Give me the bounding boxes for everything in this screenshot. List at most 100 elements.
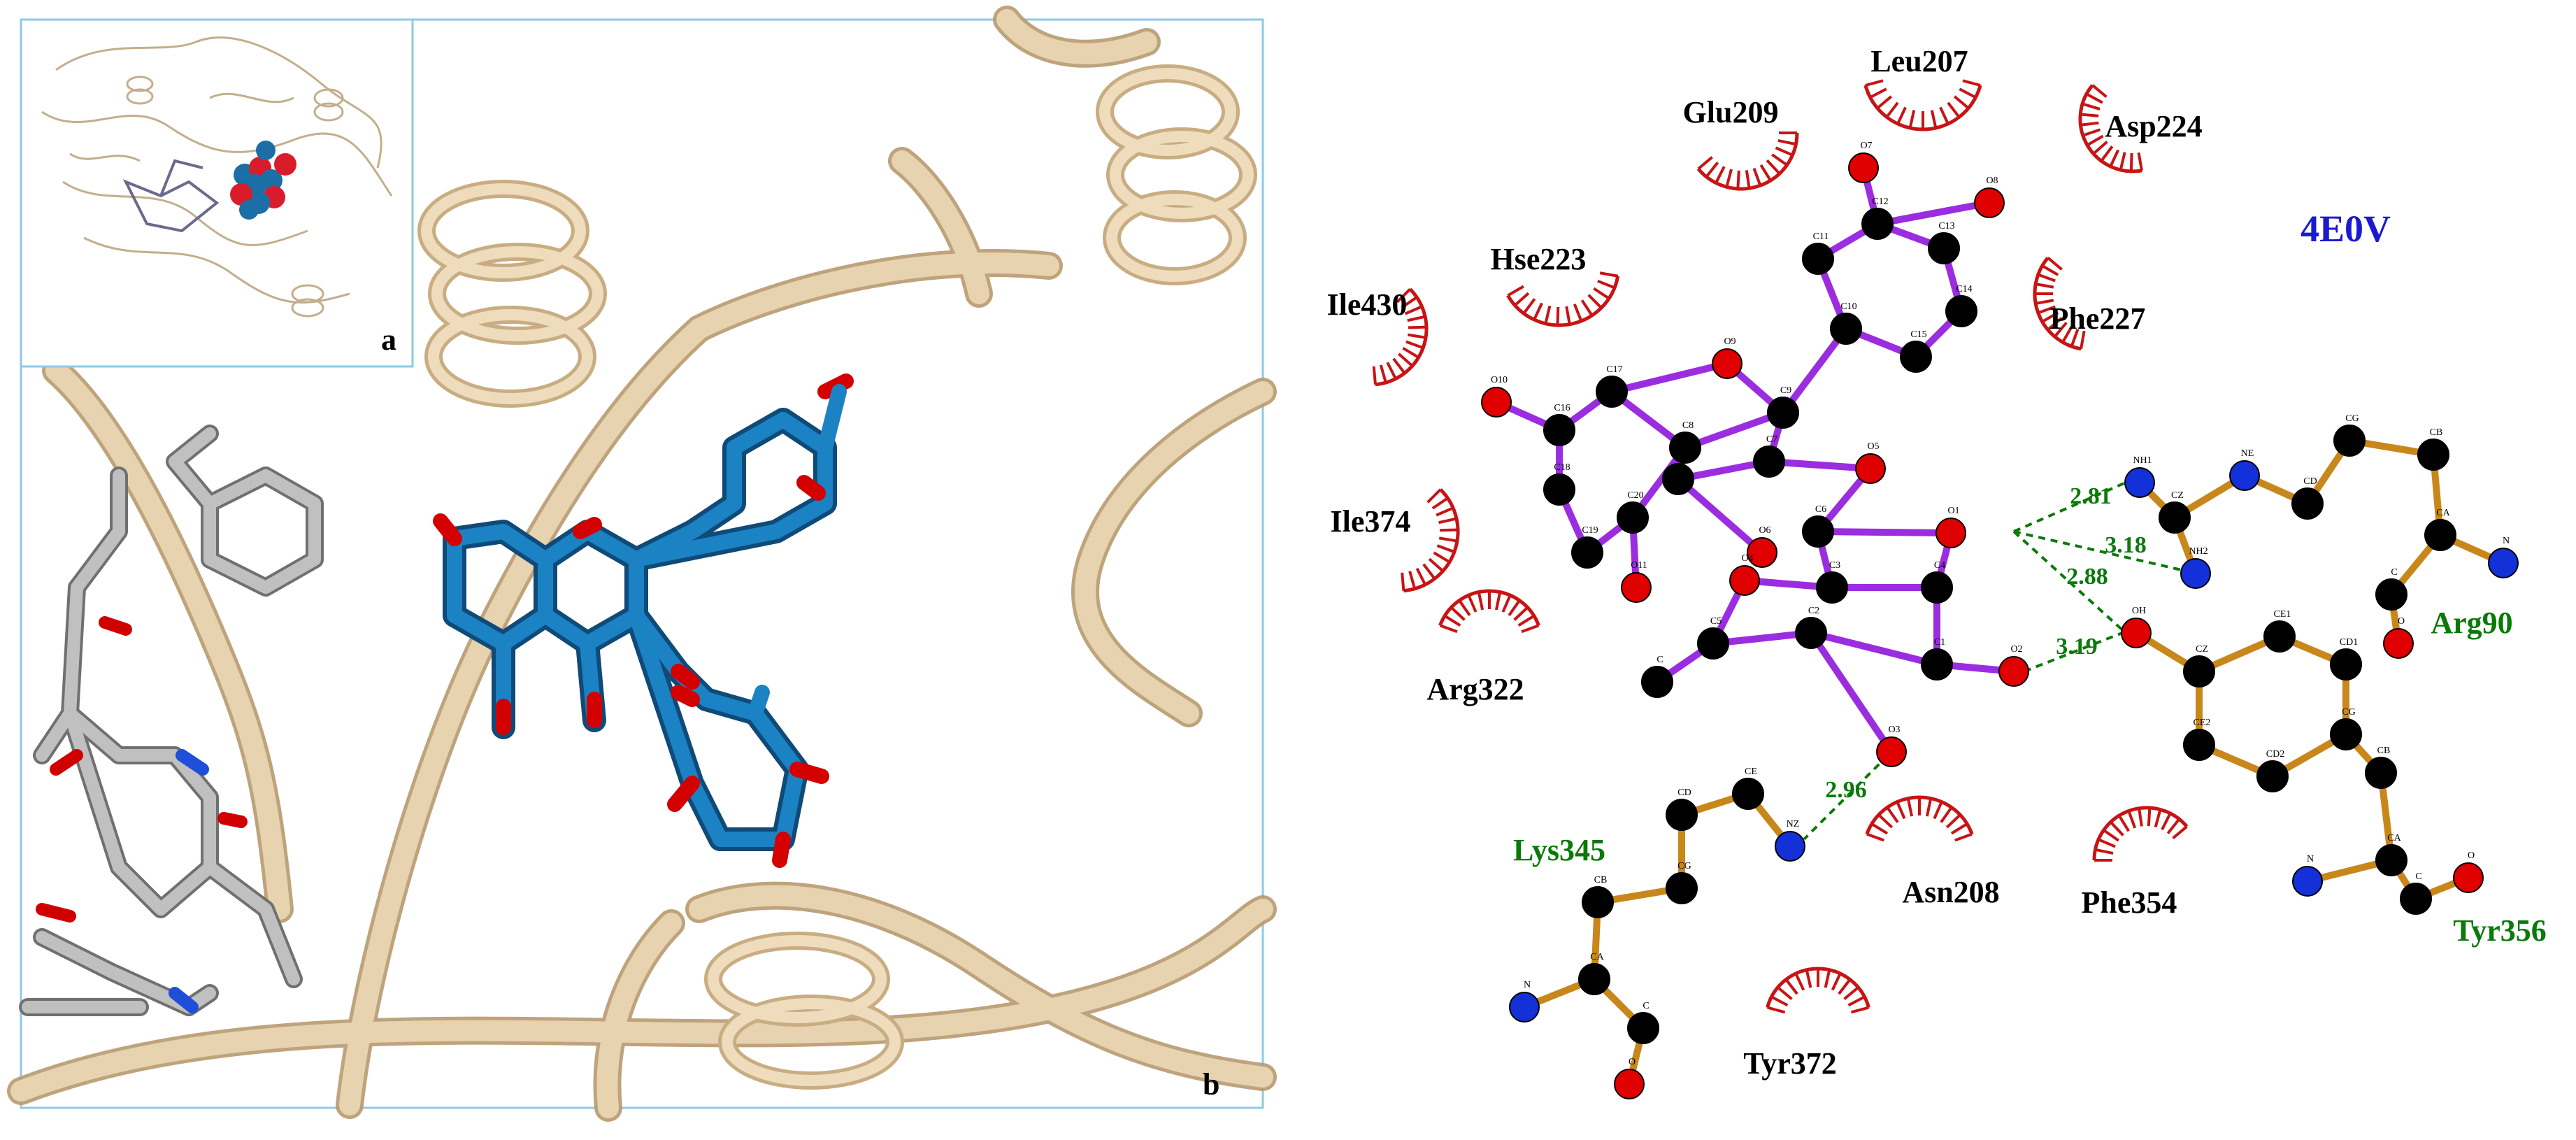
ligand-atom-c5: C5 <box>1697 616 1729 660</box>
residue-label-phe354: Phe354 <box>2082 885 2177 920</box>
svg-text:CD: CD <box>2303 476 2317 487</box>
svg-text:NH2: NH2 <box>2189 546 2208 557</box>
hydrophobic-arc-leu207 <box>1863 79 1982 131</box>
ligand-atom-c2: C2 <box>1795 606 1827 649</box>
ligand-atom-o1: O1 <box>1935 506 1966 548</box>
atoms-layer: O7C12O8C11C13C14C10C15O9C17O10C16C9C8C18… <box>1481 141 2519 1099</box>
lys345-atom-ce: CE <box>1732 767 1764 810</box>
svg-text:C9: C9 <box>1780 385 1791 396</box>
tyr356-atom-oh: OH <box>2121 606 2152 648</box>
lys345-atom-cb: CB <box>1582 875 1614 918</box>
svg-text:O9: O9 <box>1724 336 1736 347</box>
svg-text:NH1: NH1 <box>2133 455 2152 466</box>
svg-text:C: C <box>2391 567 2397 578</box>
residue-label-tyr372: Tyr372 <box>1743 1046 1837 1081</box>
residue-label-asn208: Asn208 <box>1902 875 1999 909</box>
arg90-atom-cz: CZ <box>2159 490 2191 534</box>
svg-text:C: C <box>1656 655 1663 665</box>
hbond-line <box>2013 481 2126 533</box>
cofactor-sticks <box>19 425 324 1016</box>
svg-text:O: O <box>1629 1057 1636 1067</box>
lys345-atom-nz: NZ <box>1775 819 1805 862</box>
svg-text:C: C <box>2415 871 2421 882</box>
svg-text:CZ: CZ <box>2171 490 2184 501</box>
tyr356-atom-ce1: CE1 <box>2263 609 2296 653</box>
ligand-bond <box>1877 199 1990 227</box>
svg-text:O2: O2 <box>2010 644 2022 655</box>
tyr356-atom-cd2: CD2 <box>2256 749 2289 792</box>
ligand-atom-c14: C14 <box>1945 284 1977 327</box>
svg-text:O8: O8 <box>1986 176 1998 186</box>
bonds-layer <box>1494 166 2505 1085</box>
svg-text:CE2: CE2 <box>2194 718 2211 728</box>
ligand-atom-c9: C9 <box>1767 385 1799 429</box>
ligand-atom-c18: C18 <box>1543 462 1575 506</box>
ligand-atom-c20: C20 <box>1617 490 1649 534</box>
lys345-atom-c: C <box>1627 1001 1659 1044</box>
residue-label-phe227: Phe227 <box>2050 301 2146 336</box>
svg-text:CD2: CD2 <box>2266 749 2284 760</box>
ligand-atom-o4: O4 <box>1729 553 1760 596</box>
hydrophobic-arc-phe227 <box>2033 256 2086 351</box>
tyr356-atom-c: C <box>2400 871 2432 915</box>
svg-text:O3: O3 <box>1888 725 1900 735</box>
ligand-atom-c7: C7 <box>1753 434 1785 478</box>
svg-text:C14: C14 <box>1956 284 1972 294</box>
ligand-atom-c3: C3 <box>1816 560 1848 604</box>
svg-text:C2: C2 <box>1808 606 1819 616</box>
svg-text:CB: CB <box>2430 427 2443 438</box>
svg-text:CA: CA <box>1590 952 1604 962</box>
ligand-atom-o8: O8 <box>1974 176 2005 218</box>
arg90-atom-ne: NE <box>2229 448 2260 491</box>
hydrophobic-arc-ile430 <box>1372 287 1429 387</box>
hydrophobic-arc-ile374 <box>1401 488 1460 593</box>
ligand-atom-c: C <box>1641 655 1673 698</box>
ligplot-panel: 4E0V 2.813.182.883.192.96 O7C12O8C11C13C… <box>1327 44 2547 1099</box>
ligand-bond <box>1768 458 1871 472</box>
ligand-bond <box>1610 360 1729 395</box>
ligand-atom-c15: C15 <box>1900 329 1932 373</box>
svg-text:O1: O1 <box>1947 506 1959 516</box>
ligand-atom-o3: O3 <box>1876 725 1907 767</box>
ligand-atom-c10: C10 <box>1830 301 1862 345</box>
ligand-bond <box>1675 476 1765 555</box>
svg-text:NE: NE <box>2241 448 2254 459</box>
svg-text:OH: OH <box>2132 606 2146 616</box>
ligand-sticks <box>433 373 854 868</box>
svg-text:CA: CA <box>2436 508 2450 518</box>
hbond-distance-2.96: 2.96 <box>1825 777 1867 803</box>
ligand-bond <box>1712 629 1812 647</box>
ligand-atom-c1: C1 <box>1921 637 1953 681</box>
hbond-distance-3.19: 3.19 <box>2056 634 2098 660</box>
tyr356-atom-n: N <box>2292 854 2323 897</box>
panel-a-cofactor <box>122 159 220 233</box>
svg-text:O11: O11 <box>1631 560 1647 571</box>
tyr356-atom-cg: CG <box>2330 707 2362 750</box>
hbond-distance-3.18: 3.18 <box>2105 532 2147 558</box>
svg-text:C16: C16 <box>1554 403 1570 413</box>
ligand-atom-o11: O11 <box>1621 560 1652 603</box>
panel-a-frame <box>20 18 414 368</box>
svg-text:O5: O5 <box>1867 441 1879 452</box>
residue-label-arg322: Arg322 <box>1426 672 1524 706</box>
panel-a-ligand-spheres <box>230 141 296 220</box>
svg-text:C1: C1 <box>1934 637 1945 648</box>
svg-text:CE: CE <box>1745 767 1757 777</box>
svg-text:O7: O7 <box>1860 141 1872 151</box>
ligand-atom-o10: O10 <box>1481 375 1512 418</box>
arg90-atom-cb: CB <box>2417 427 2449 471</box>
ligand-atom-o7: O7 <box>1848 141 1879 183</box>
svg-text:CG: CG <box>2345 413 2359 424</box>
residue-label-arg90: Arg90 <box>2431 606 2512 640</box>
ligand-bond <box>1817 528 1952 536</box>
hydrophobic-arc-tyr372 <box>1766 967 1870 1014</box>
hydrophobic-arc-glu209 <box>1696 131 1799 191</box>
ligand-atom-c11: C11 <box>1802 231 1834 275</box>
ligand-atom-c19: C19 <box>1571 525 1603 569</box>
svg-text:C17: C17 <box>1606 364 1622 375</box>
svg-text:C5: C5 <box>1710 616 1722 627</box>
hydrophobic-arcs <box>1372 79 2189 1014</box>
hydrophobic-arc-arg322 <box>1438 589 1540 634</box>
svg-text:C19: C19 <box>1582 525 1598 536</box>
